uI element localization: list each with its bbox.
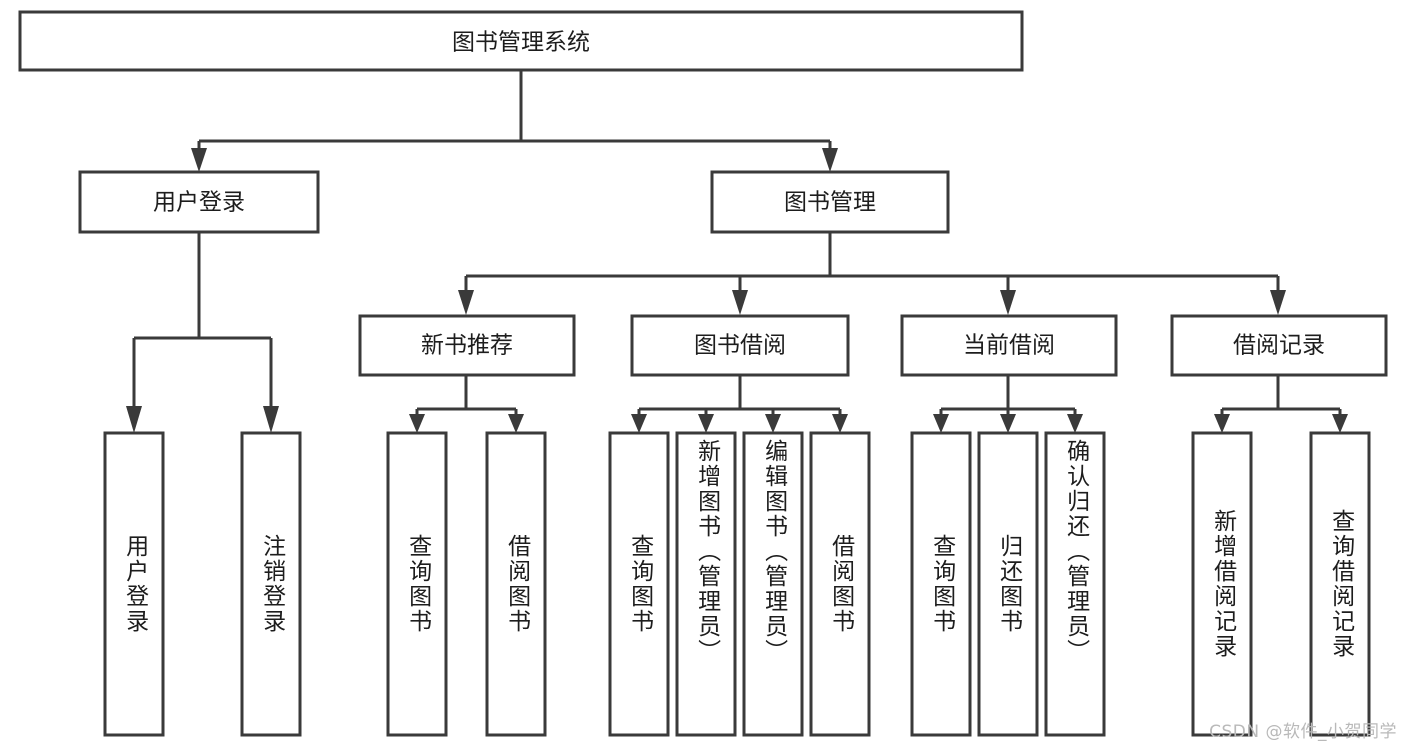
node-leaf-borrow-book-2[interactable] <box>809 431 871 737</box>
node-new-book-recommend-label: 新书推荐 <box>421 333 513 359</box>
edge-group-borrow-record <box>1214 375 1348 433</box>
node-leaf-logout[interactable] <box>240 431 302 737</box>
arrow-head-book-manage <box>822 148 838 172</box>
arrow-head-leaf-borrow-book-2 <box>832 414 848 433</box>
node-book-borrow[interactable] <box>630 314 850 377</box>
arrow-head-leaf-borrow-book-1 <box>508 414 524 433</box>
node-leaf-return-book[interactable] <box>977 431 1039 737</box>
node-leaf-edit-book[interactable] <box>742 431 804 737</box>
node-leaf-query-record[interactable] <box>1309 431 1371 737</box>
watermark-text: CSDN @软件_小贺同学 <box>1209 722 1397 742</box>
edge-group-new-book-recommend <box>409 375 524 433</box>
node-book-borrow-label: 图书借阅 <box>694 333 786 359</box>
arrow-head-leaf-logout <box>263 406 279 433</box>
arrow-head-user-login <box>191 148 207 172</box>
edge-group-user-login <box>126 232 279 433</box>
node-leaf-query-book-3[interactable] <box>910 431 972 737</box>
node-user-login[interactable] <box>78 170 320 234</box>
arrow-head-leaf-query-record <box>1332 414 1348 433</box>
arrow-head-leaf-add-book <box>698 414 714 433</box>
edge-group-book-borrow <box>631 375 848 433</box>
edge-group-book-manage <box>458 232 1286 315</box>
node-user-login-label: 用户登录 <box>153 190 245 216</box>
arrow-head-leaf-query-book-3 <box>933 414 949 433</box>
edge-group-current-borrow <box>933 375 1083 433</box>
node-leaf-user-login[interactable] <box>103 431 165 737</box>
arrow-head-current-borrow <box>1000 290 1016 315</box>
node-leaf-query-book-2[interactable] <box>608 431 670 737</box>
node-leaf-borrow-book-1[interactable] <box>485 431 547 737</box>
node-root-label: 图书管理系统 <box>452 30 590 56</box>
node-leaf-query-book-1[interactable] <box>386 431 448 737</box>
arrow-head-borrow-record <box>1270 290 1286 315</box>
arrow-head-leaf-return-book <box>1000 414 1016 433</box>
node-leaf-confirm-return[interactable] <box>1044 431 1106 737</box>
arrow-head-leaf-confirm-return <box>1067 414 1083 433</box>
arrow-head-leaf-edit-book <box>765 414 781 433</box>
node-leaf-add-record[interactable] <box>1191 431 1253 737</box>
node-borrow-record[interactable] <box>1170 314 1388 377</box>
arrow-head-leaf-query-book-2 <box>631 414 647 433</box>
node-current-borrow-label: 当前借阅 <box>963 333 1055 359</box>
arrow-head-leaf-user-login <box>126 406 142 433</box>
arrow-head-book-borrow <box>732 290 748 315</box>
node-borrow-record-label: 借阅记录 <box>1233 333 1325 359</box>
edge-group-root <box>191 70 838 172</box>
node-book-manage[interactable] <box>710 170 950 234</box>
node-root[interactable] <box>18 10 1024 72</box>
arrow-head-new-book-recommend <box>458 290 474 315</box>
arrow-head-leaf-add-record <box>1214 414 1230 433</box>
node-new-book-recommend[interactable] <box>358 314 576 377</box>
node-current-borrow[interactable] <box>900 314 1118 377</box>
node-book-manage-label: 图书管理 <box>784 190 876 216</box>
node-leaf-add-book[interactable] <box>675 431 737 737</box>
arrow-head-leaf-query-book-1 <box>409 414 425 433</box>
